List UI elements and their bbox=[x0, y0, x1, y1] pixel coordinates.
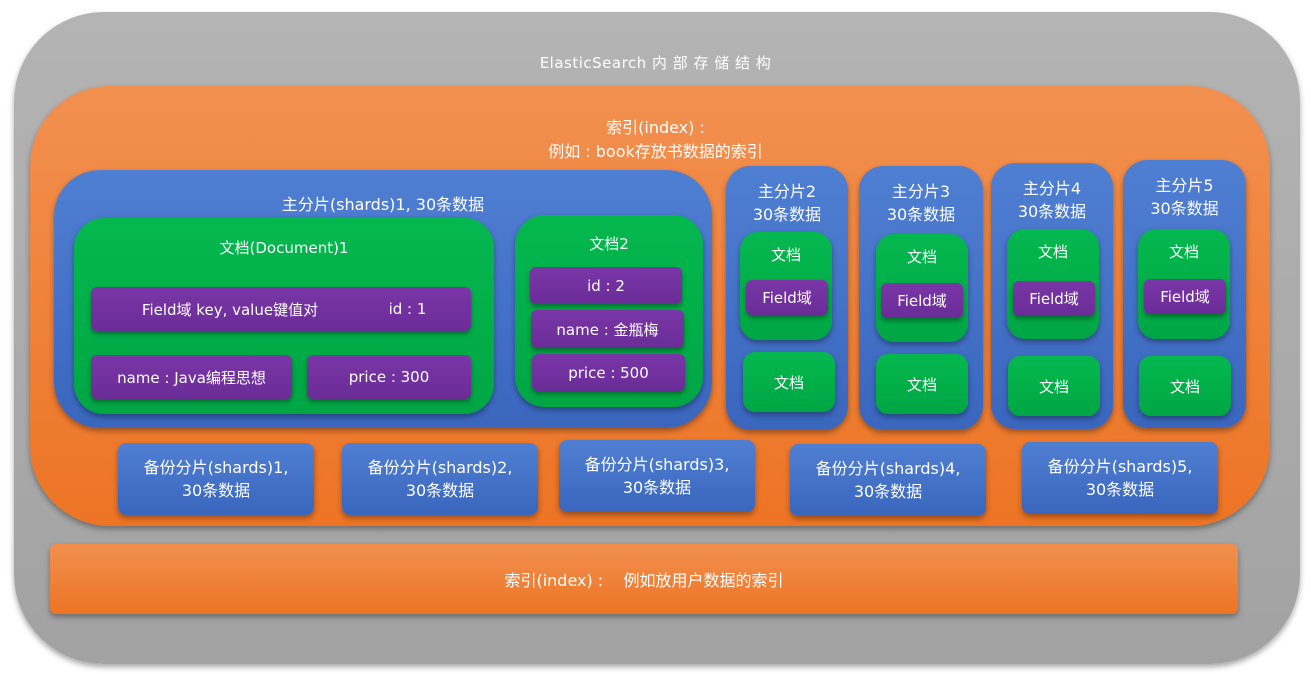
replica-shard-4-title: 备份分片(shards)4, bbox=[815, 459, 961, 478]
replica-shard-4-count: 30条数据 bbox=[853, 482, 923, 501]
primary-shard-2-title: 主分片2 bbox=[757, 182, 817, 201]
primary-shard-2-count: 30条数据 bbox=[752, 205, 822, 224]
document-2-name-field: name : 金瓶梅 bbox=[531, 310, 684, 348]
index-users: 索引(index) : 例如放用户数据的索引 bbox=[50, 544, 1238, 614]
field-key-value-label: Field域 key, value键值对 bbox=[141, 300, 319, 319]
primary-shard-4-title: 主分片4 bbox=[1022, 179, 1082, 198]
primary-shard-4-document-b: 文档 bbox=[1008, 356, 1100, 416]
primary-shard-3-field: Field域 bbox=[881, 283, 963, 318]
primary-shard-2-document-label: 文档 bbox=[770, 246, 801, 264]
document-1-name-field: name : Java编程思想 bbox=[91, 355, 292, 399]
primary-shard-3-count: 30条数据 bbox=[886, 205, 956, 224]
primary-shard-2-document-b: 文档 bbox=[743, 352, 835, 412]
document-2-id-field: id : 2 bbox=[530, 267, 682, 304]
replica-shard-5-title: 备份分片(shards)5, bbox=[1047, 457, 1193, 476]
document-1-label: 文档(Document)1 bbox=[219, 239, 349, 257]
replica-shard-1-count: 30条数据 bbox=[181, 481, 251, 500]
primary-shard-5-title: 主分片5 bbox=[1155, 176, 1214, 195]
replica-shard-3-title: 备份分片(shards)3, bbox=[584, 455, 730, 474]
primary-shard-4-count: 30条数据 bbox=[1017, 202, 1087, 221]
primary-shard-1-label: 主分片(shards)1, 30条数据 bbox=[281, 195, 485, 214]
index-book-label: 索引(index) : 例如 : book存放书数据的索引 bbox=[0, 116, 1311, 164]
primary-shard-5-field: Field域 bbox=[1144, 279, 1226, 314]
index-book-label-line2: 例如 : book存放书数据的索引 bbox=[548, 142, 763, 161]
replica-shard-3-count: 30条数据 bbox=[622, 478, 692, 497]
replica-shard-2-title: 备份分片(shards)2, bbox=[367, 458, 513, 477]
primary-shard-3-document-b: 文档 bbox=[876, 354, 968, 414]
replica-shard-5: 备份分片(shards)5, 30条数据 bbox=[1022, 442, 1218, 514]
index-book-label-line1: 索引(index) : bbox=[606, 118, 705, 137]
primary-shard-3-title: 主分片3 bbox=[891, 182, 951, 201]
index-users-label: 索引(index) : 例如放用户数据的索引 bbox=[504, 571, 784, 590]
diagram-title: ElasticSearch 内 部 存 储 结 构 bbox=[539, 54, 772, 72]
primary-shard-5-document-label: 文档 bbox=[1168, 243, 1199, 261]
primary-shard-4-label: 主分片4 30条数据 bbox=[991, 177, 1113, 223]
replica-shard-4: 备份分片(shards)4, 30条数据 bbox=[790, 444, 986, 516]
replica-shard-3: 备份分片(shards)3, 30条数据 bbox=[559, 440, 755, 512]
document-1-price-field: price : 300 bbox=[307, 355, 471, 399]
replica-shard-2-count: 30条数据 bbox=[405, 481, 475, 500]
replica-shard-1: 备份分片(shards)1, 30条数据 bbox=[118, 443, 314, 515]
primary-shard-5-label: 主分片5 30条数据 bbox=[1123, 174, 1246, 220]
replica-shard-2: 备份分片(shards)2, 30条数据 bbox=[342, 443, 538, 515]
primary-shard-5-document-b: 文档 bbox=[1139, 356, 1231, 416]
document-2-label: 文档2 bbox=[589, 235, 629, 253]
primary-shard-3-label: 主分片3 30条数据 bbox=[859, 180, 983, 226]
replica-shard-5-count: 30条数据 bbox=[1085, 480, 1155, 499]
primary-shard-3-document-label: 文档 bbox=[906, 248, 937, 266]
document-2-price-field: price : 500 bbox=[532, 354, 685, 391]
document-1-field-row bbox=[91, 287, 471, 331]
primary-shard-2-field: Field域 bbox=[746, 280, 828, 315]
replica-shard-1-title: 备份分片(shards)1, bbox=[143, 458, 289, 477]
primary-shard-2-label: 主分片2 30条数据 bbox=[726, 180, 848, 226]
document-1-id-field: id : 1 bbox=[388, 300, 427, 318]
primary-shard-5-count: 30条数据 bbox=[1150, 199, 1219, 218]
primary-shard-4-document-label: 文档 bbox=[1037, 243, 1068, 261]
primary-shard-4-field: Field域 bbox=[1013, 281, 1095, 316]
